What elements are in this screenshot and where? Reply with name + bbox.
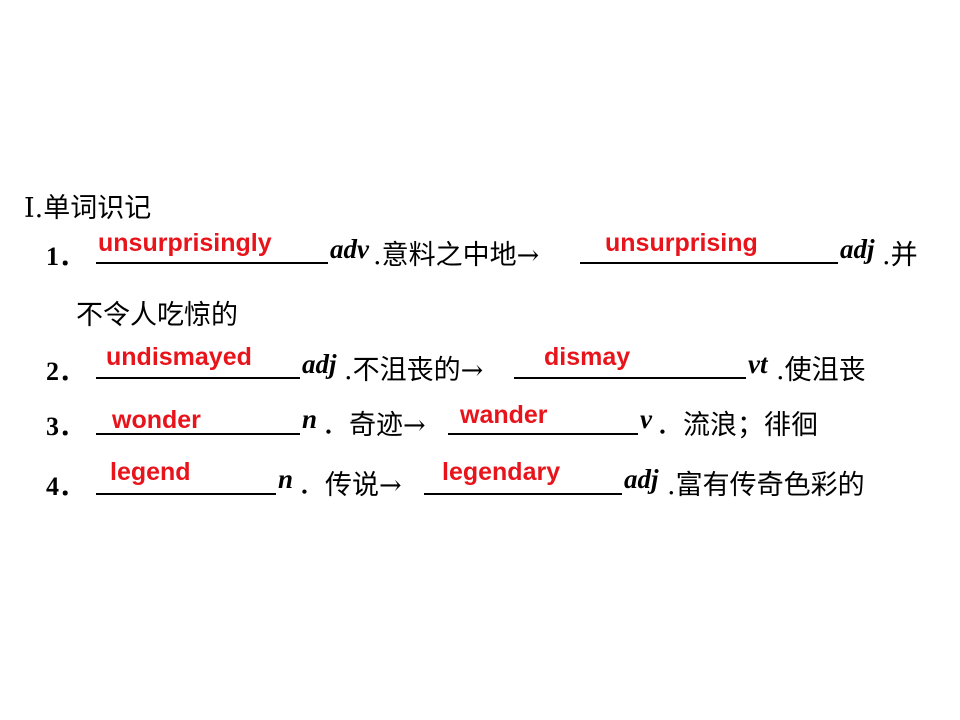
definition-text: .不沮丧的→ [344,355,484,386]
answer-blank-line [514,377,746,379]
answer-blank-line [96,262,328,264]
part-of-speech: adj [840,234,875,264]
part-of-speech: adv [330,234,369,264]
answer-text: legendary [442,458,561,486]
answer-text: unsurprisingly [98,229,272,257]
answer-blank-line [96,433,300,435]
item-number: 4． [46,472,86,501]
answer-blank-line [580,262,838,264]
part-of-speech: adj [302,349,337,379]
definition-text: ．流浪；徘徊 [656,410,818,441]
item-number: 2． [46,357,86,386]
answer-text: legend [110,458,191,486]
answer-text: wander [460,401,548,429]
definition-text: .并 [882,240,918,271]
section-heading: Ⅰ.单词识记 [24,193,152,224]
item-number: 1． [46,242,86,271]
definition-text: ．传说→ [298,470,402,501]
answer-text: dismay [544,343,631,371]
part-of-speech: adj [624,464,659,494]
definition-text: .使沮丧 [776,355,866,386]
answer-blank-line [424,493,622,495]
definition-text: .意料之中地→ [373,240,540,271]
answer-blank-line [96,493,276,495]
item-number: 3． [46,412,86,441]
answer-text: undismayed [106,343,252,371]
answer-blank-line [96,377,300,379]
part-of-speech: n [302,404,318,434]
part-of-speech: n [278,464,294,494]
definition-text: ．奇迹→ [322,410,426,441]
answer-blank-line [448,433,638,435]
definition-text: .富有传奇色彩的 [667,470,865,501]
part-of-speech: v [640,404,652,434]
part-of-speech: vt [748,349,768,379]
definition-continuation: 不令人吃惊的 [76,300,238,331]
answer-text: wonder [112,406,201,434]
answer-text: unsurprising [605,229,758,257]
